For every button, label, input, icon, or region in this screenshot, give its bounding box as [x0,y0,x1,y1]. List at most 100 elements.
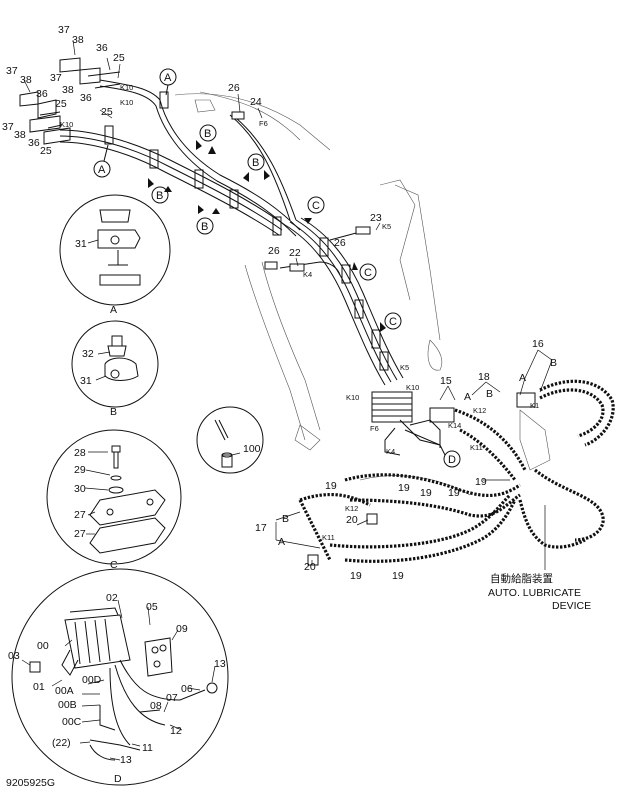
svg-text:AUTO. LUBRICATE: AUTO. LUBRICATE [488,587,581,599]
tube-clamps [104,91,389,371]
side-section-letters: A B A B A B [278,357,557,548]
leader-lines [23,39,553,565]
svg-text:K5: K5 [400,363,409,372]
svg-text:F6: F6 [370,424,379,433]
auto-lube-caption: 自動給脂装置 AUTO. LUBRICATE DEVICE [488,572,591,612]
svg-text:05: 05 [146,601,158,613]
svg-text:36: 36 [28,137,40,149]
svg-text:100: 100 [243,443,261,455]
svg-text:D: D [448,454,456,466]
fittings [231,111,536,566]
svg-text:00A: 00A [55,685,74,697]
svg-text:A: A [278,536,285,548]
detail-view-a: 31 A [59,194,171,316]
svg-text:36: 36 [80,92,92,104]
svg-text:C: C [364,267,372,279]
svg-text:28: 28 [74,447,86,459]
end-fittings [19,57,121,145]
svg-text:37: 37 [2,121,14,133]
svg-text:25: 25 [113,52,125,64]
svg-text:K12: K12 [473,406,486,415]
section-marker-d1: D [443,450,461,468]
svg-text:B: B [486,388,493,400]
svg-text:11: 11 [142,742,153,754]
svg-text:03: 03 [8,650,20,662]
svg-text:27: 27 [74,528,86,540]
section-marker-a2: A [93,144,111,178]
svg-text:07: 07 [166,692,178,704]
svg-text:01: 01 [33,681,45,693]
svg-text:00D: 00D [82,674,102,686]
svg-text:B: B [201,221,208,233]
svg-text:13: 13 [120,754,132,766]
svg-text:27: 27 [74,509,86,521]
svg-text:00: 00 [37,640,49,652]
detail-circle-100 [196,406,264,474]
svg-text:A: A [110,304,117,316]
svg-text:19: 19 [392,570,404,582]
svg-text:19: 19 [350,570,362,582]
svg-text:15: 15 [440,375,452,387]
svg-text:DEVICE: DEVICE [552,600,591,612]
svg-text:自動給脂装置: 自動給脂装置 [490,572,553,585]
svg-text:B: B [204,128,211,140]
svg-text:31: 31 [75,238,87,250]
svg-text:C: C [389,316,397,328]
svg-text:37: 37 [6,65,18,77]
section-marker-c2: C [359,263,377,281]
svg-text:A: A [98,164,106,176]
svg-text:31: 31 [80,375,92,387]
lube-tubes [59,79,446,456]
svg-text:D: D [114,773,122,785]
svg-text:09: 09 [176,623,188,635]
svg-text:19: 19 [448,487,460,499]
svg-text:F6: F6 [259,119,268,128]
svg-text:36: 36 [36,88,48,100]
svg-text:26: 26 [268,245,280,257]
svg-text:02: 02 [106,592,118,604]
section-marker-c1: C [307,196,325,214]
svg-text:B: B [110,406,117,418]
boom-outline [174,91,551,496]
svg-text:26: 26 [228,82,240,94]
svg-text:B: B [282,513,289,525]
svg-text:K5: K5 [382,222,391,231]
svg-text:(22): (22) [52,737,71,749]
svg-text:20: 20 [346,514,358,526]
svg-text:K11: K11 [470,443,483,452]
svg-text:29: 29 [74,464,86,476]
svg-text:19: 19 [475,476,487,488]
section-marker-b4: B [196,217,214,235]
svg-text:17: 17 [255,522,267,534]
svg-text:K12: K12 [345,504,358,513]
svg-text:36: 36 [96,42,108,54]
section-marker-b1: B [199,124,217,142]
section-marker-b3: B [151,186,169,204]
svg-text:16: 16 [532,338,544,350]
svg-text:06: 06 [181,683,193,695]
svg-text:K4: K4 [303,270,312,279]
svg-text:38: 38 [72,34,84,46]
svg-text:24: 24 [250,96,262,108]
svg-text:13: 13 [214,658,226,670]
detail-view-c: 28 29 30 27 27 C [46,429,182,571]
svg-text:B: B [252,157,259,169]
svg-text:19: 19 [420,487,432,499]
svg-text:12: 12 [170,725,182,737]
svg-text:K11: K11 [322,533,335,542]
coiled-hoses [298,379,615,563]
svg-text:C: C [110,559,118,571]
svg-text:37: 37 [50,72,62,84]
svg-text:K14: K14 [448,421,461,430]
svg-text:38: 38 [20,74,32,86]
detail-view-b: 32 31 B [71,320,159,418]
svg-text:19: 19 [398,482,410,494]
svg-text:38: 38 [14,129,26,141]
svg-text:26: 26 [334,237,346,249]
svg-text:B: B [550,357,557,369]
svg-text:K10: K10 [406,383,419,392]
svg-text:30: 30 [74,483,86,495]
view-arrows [148,140,386,332]
svg-text:A: A [464,391,471,403]
